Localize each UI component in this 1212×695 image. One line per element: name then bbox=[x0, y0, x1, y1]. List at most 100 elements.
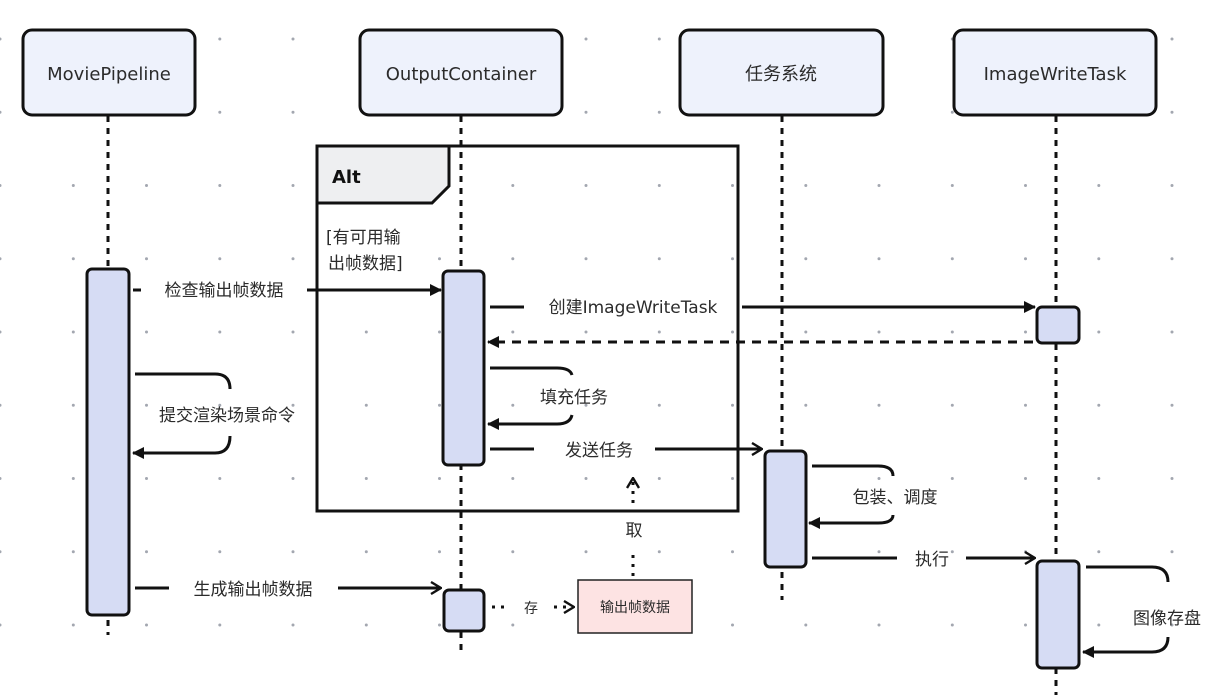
grid-dot bbox=[1170, 623, 1174, 627]
participant-label: OutputContainer bbox=[386, 64, 537, 85]
grid-dot bbox=[657, 477, 661, 480]
participant-output-container[interactable]: OutputContainer bbox=[358, 28, 564, 117]
note-label: 输出帧数据 bbox=[600, 600, 670, 616]
grid-dot bbox=[584, 184, 588, 187]
grid-dot bbox=[1024, 623, 1027, 627]
message-fill-task[interactable]: 填充任务 bbox=[487, 366, 608, 430]
message-send-task[interactable]: 发送任务 bbox=[490, 441, 762, 461]
grid-dot bbox=[438, 623, 441, 627]
grid-dot bbox=[218, 477, 222, 480]
grid-dot bbox=[877, 403, 881, 407]
grid-dot bbox=[0, 110, 2, 114]
note-output-frame-data[interactable]: 输出帧数据 bbox=[577, 579, 693, 634]
grid-dot bbox=[1170, 184, 1174, 187]
message-generate-output-frame[interactable]: 生成输出帧数据 bbox=[135, 580, 441, 600]
grid-dot bbox=[218, 330, 222, 334]
grid-dot bbox=[657, 330, 661, 334]
message-submit-render-command[interactable]: 提交渲染场景命令 bbox=[132, 372, 295, 459]
grid-dot bbox=[364, 330, 368, 334]
message-check-output-frame[interactable]: 检查输出帧数据 bbox=[133, 281, 442, 301]
grid-dot bbox=[291, 37, 295, 41]
grid-dot bbox=[731, 477, 734, 480]
grid-dot bbox=[145, 403, 148, 407]
grid-dot bbox=[291, 257, 295, 261]
grid-dot bbox=[804, 623, 808, 627]
grid-dot bbox=[1024, 330, 1027, 334]
grid-dot bbox=[438, 550, 441, 554]
grid-dot bbox=[364, 550, 368, 554]
grid-dot bbox=[364, 477, 368, 480]
grid-dot bbox=[511, 257, 515, 261]
grid-dot bbox=[584, 330, 588, 334]
background-grid bbox=[0, 37, 1174, 627]
grid-dot bbox=[511, 184, 515, 187]
grid-dot bbox=[291, 330, 295, 334]
grid-dot bbox=[1024, 403, 1027, 407]
participant-movie-pipeline[interactable]: MoviePipeline bbox=[21, 28, 197, 117]
grid-dot bbox=[584, 110, 588, 114]
grid-dot bbox=[950, 477, 954, 480]
grid-dot bbox=[291, 623, 295, 627]
grid-dot bbox=[1097, 623, 1101, 627]
grid-dot bbox=[877, 623, 881, 627]
grid-dot bbox=[71, 550, 75, 554]
grid-dot bbox=[950, 257, 954, 261]
participant-label: MoviePipeline bbox=[47, 64, 171, 85]
message-label: 包装、调度 bbox=[853, 488, 938, 508]
grid-dot bbox=[438, 257, 441, 261]
grid-dot bbox=[145, 623, 148, 627]
activation-image-write-task-1 bbox=[1035, 305, 1081, 345]
grid-dot bbox=[1024, 184, 1027, 187]
grid-dot bbox=[731, 623, 734, 627]
grid-dot bbox=[1024, 257, 1027, 261]
message-label: 存 bbox=[524, 601, 538, 617]
grid-dot bbox=[0, 330, 2, 334]
grid-dot bbox=[1170, 403, 1174, 407]
grid-dot bbox=[71, 184, 75, 187]
grid-dot bbox=[145, 550, 148, 554]
message-execute[interactable]: 执行 bbox=[812, 550, 1035, 570]
grid-dot bbox=[291, 110, 295, 114]
grid-dot bbox=[218, 623, 222, 627]
grid-dot bbox=[145, 330, 148, 334]
grid-dot bbox=[1170, 550, 1174, 554]
grid-dot bbox=[71, 623, 75, 627]
message-wrap-schedule[interactable]: 包装、调度 bbox=[808, 464, 938, 529]
activation-task-system bbox=[763, 449, 808, 569]
grid-dot bbox=[145, 257, 148, 261]
message-create-image-write-task[interactable]: 创建ImageWriteTask bbox=[490, 298, 1036, 318]
participant-image-write-task[interactable]: ImageWriteTask bbox=[952, 28, 1158, 117]
grid-dot bbox=[511, 330, 515, 334]
grid-dot bbox=[950, 110, 954, 114]
grid-dot bbox=[364, 623, 368, 627]
grid-dot bbox=[877, 477, 881, 480]
grid-dot bbox=[877, 330, 881, 334]
grid-dot bbox=[1170, 330, 1174, 334]
grid-dot bbox=[804, 403, 808, 407]
participant-label: ImageWriteTask bbox=[984, 64, 1127, 85]
grid-dot bbox=[438, 477, 441, 480]
message-fetch[interactable]: 取 bbox=[626, 478, 643, 576]
grid-dot bbox=[71, 477, 75, 480]
alt-frame-header bbox=[315, 144, 451, 205]
grid-dot bbox=[1097, 330, 1101, 334]
grid-dot bbox=[877, 257, 881, 261]
grid-dot bbox=[1170, 37, 1174, 41]
grid-dot bbox=[804, 184, 808, 187]
message-store[interactable]: 存 bbox=[492, 601, 574, 617]
grid-dot bbox=[71, 257, 75, 261]
alt-frame[interactable]: Alt [有可用输 出帧数据] bbox=[315, 144, 740, 513]
grid-dot bbox=[584, 550, 588, 554]
grid-dot bbox=[218, 257, 222, 261]
participant-task-system[interactable]: 任务系统 bbox=[678, 28, 885, 117]
grid-dot bbox=[731, 403, 734, 407]
grid-dot bbox=[291, 403, 295, 407]
alt-guard-line-1: [有可用输 bbox=[326, 228, 401, 248]
grid-dot bbox=[584, 257, 588, 261]
grid-dot bbox=[950, 184, 954, 187]
grid-dot bbox=[584, 477, 588, 480]
grid-dot bbox=[584, 403, 588, 407]
message-save-image[interactable]: 图像存盘 bbox=[1082, 565, 1201, 658]
grid-dot bbox=[364, 257, 368, 261]
message-label: 创建ImageWriteTask bbox=[549, 298, 718, 318]
